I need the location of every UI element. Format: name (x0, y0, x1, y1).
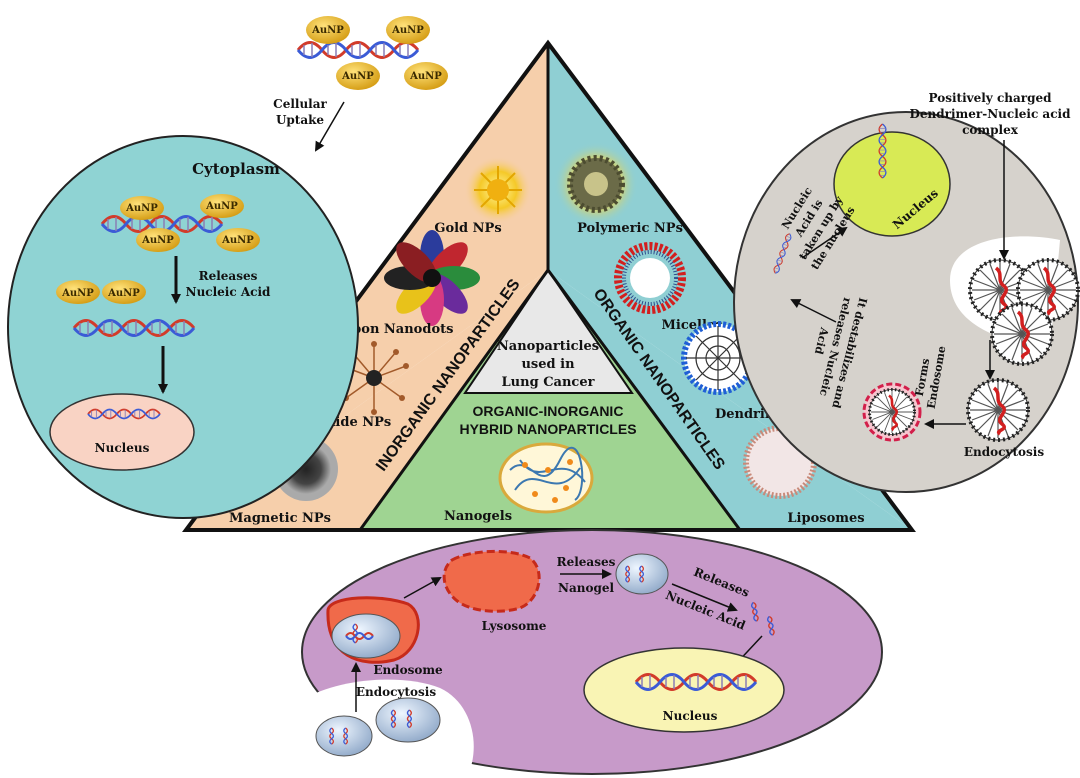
releases-na-arrow (671, 583, 738, 612)
carbon-nanodot-icon (384, 230, 480, 326)
aunp-label: AuNP (205, 201, 238, 212)
center-line1: Nanoparticles (497, 339, 599, 354)
aunp-label: AuNP (107, 288, 140, 299)
aunp-label: AuNP (391, 25, 424, 36)
cellular-uptake-label-2: Uptake (276, 113, 324, 127)
gold-np-icon (464, 156, 532, 224)
releases-nanogel-label-1: Releases (557, 555, 616, 569)
complex-label-1: Positively charged (929, 91, 1053, 105)
iron-oxide-np-icon (339, 341, 409, 415)
releases-label-2: Nucleic Acid (186, 285, 271, 299)
center-line2: used in (521, 357, 575, 372)
nanogel-label: Nanogels (444, 509, 512, 524)
hybrid-region (412, 393, 688, 470)
releases-nanogel-label-2: Nanogel (558, 581, 614, 595)
lysosome-label: Lysosome (482, 619, 547, 633)
endosome-label: Endosome (373, 663, 443, 677)
magnetic-np-label: Magnetic NPs (229, 511, 331, 526)
left-nucleus (49, 393, 195, 471)
bottom-endocytosis-label: Endocytosis (356, 685, 436, 699)
left-cell-aunp-complex: AuNP AuNP AuNP AuNP (100, 194, 260, 252)
free-aunp: AuNP AuNP (56, 280, 146, 304)
cytoplasm-label: Cytoplasm (192, 160, 280, 178)
polymeric-np-label: Polymeric NPs (577, 221, 683, 236)
aunp-label: AuNP (311, 25, 344, 36)
aunp-label: AuNP (125, 203, 158, 214)
left-cell (7, 135, 359, 519)
cellular-uptake-label-1: Cellular (273, 97, 327, 111)
micelle-icon (614, 242, 686, 314)
released-nanogel-icon (615, 553, 669, 595)
liposome-label: Liposomes (787, 511, 864, 526)
center-line3: Lung Cancer (502, 375, 595, 390)
left-nucleus-label: Nucleus (95, 441, 150, 455)
nucleus-uptake-arrow (801, 226, 848, 259)
aunp-label: AuNP (409, 71, 442, 82)
aunp-label: AuNP (61, 288, 94, 299)
to-lysosome-arrow (403, 577, 442, 599)
endosome-complex (862, 382, 922, 442)
right-endocytosis-label: Endocytosis (964, 445, 1044, 459)
aunp-label: AuNP (221, 235, 254, 246)
bottom-nucleus (583, 647, 785, 733)
gold-pathway-top: AuNP AuNP AuNP AuNP (296, 16, 448, 90)
complex-label-2: Dendrimer-Nucleic acid (910, 107, 1072, 121)
center-triangle (465, 270, 632, 393)
release-na-arrow (790, 299, 837, 323)
complex-label-3: complex (962, 123, 1019, 137)
outside-nanogels (315, 697, 441, 757)
right-nucleus (833, 123, 951, 237)
nanogel-icon (498, 442, 594, 514)
lysosome-icon (442, 550, 541, 613)
aunp-label: AuNP (141, 235, 174, 246)
endosome-icon (326, 596, 420, 664)
hybrid-title-line1: ORGANIC-INORGANIC (473, 403, 624, 419)
releases-label-1: Releases (199, 269, 258, 283)
hybrid-title-line2: HYBRID NANOPARTICLES (459, 421, 636, 437)
gold-np-label: Gold NPs (434, 221, 501, 236)
bottom-nucleus-label: Nucleus (663, 709, 718, 723)
polymeric-np-icon (554, 142, 638, 226)
uptake-arrow (314, 101, 345, 152)
aunp-label: AuNP (341, 71, 374, 82)
